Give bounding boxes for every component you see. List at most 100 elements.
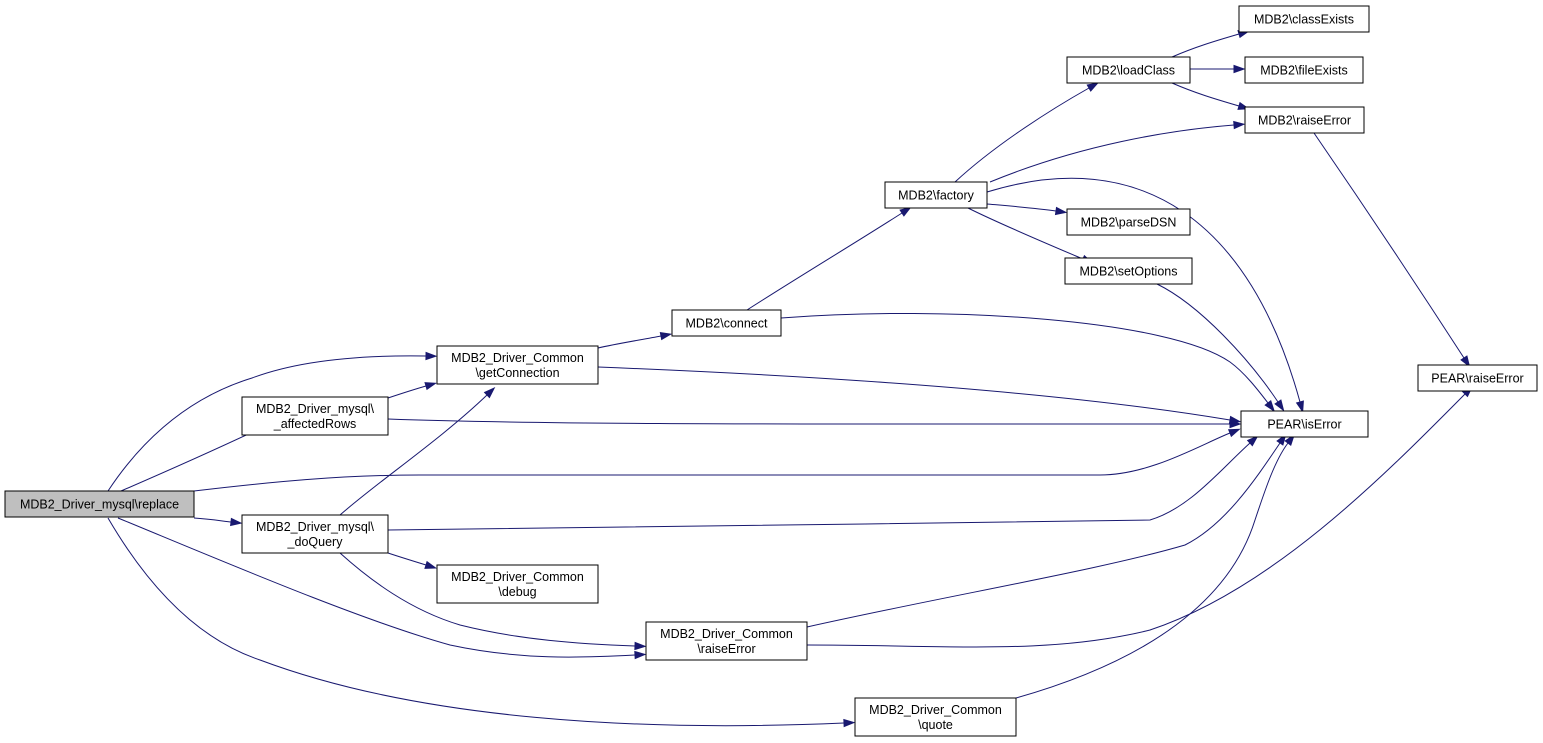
- edge-replace-to-quote: [107, 517, 856, 728]
- arrowhead-icon: [230, 517, 243, 527]
- edge-line: [986, 203, 1057, 212]
- node-classExists[interactable]: MDB2\classExists: [1238, 5, 1370, 33]
- node-label: MDB2\connect: [686, 317, 769, 331]
- node-box[interactable]: [241, 514, 389, 554]
- node-box[interactable]: [1417, 364, 1538, 392]
- edge-quote-to-isError: [1015, 433, 1295, 699]
- node-box[interactable]: [4, 490, 195, 518]
- edge-factory-to-loadClass: [954, 82, 1100, 183]
- node-box[interactable]: [436, 345, 599, 385]
- node-box[interactable]: [436, 564, 599, 604]
- edge-loadClass-to-mdb2RaiseError: [1171, 82, 1251, 110]
- node-factory[interactable]: MDB2\factory: [884, 181, 988, 209]
- edge-replace-to-getConnection: [107, 351, 438, 492]
- edge-line: [1171, 33, 1240, 58]
- node-box[interactable]: [671, 309, 782, 337]
- arrowhead-icon: [424, 560, 438, 569]
- node-box[interactable]: [241, 396, 389, 436]
- edge-line: [597, 335, 662, 349]
- node-label: _affectedRows: [273, 417, 356, 431]
- edge-replace-to-isError: [193, 428, 1241, 492]
- node-label: MDB2\setOptions: [1080, 265, 1178, 279]
- edge-doQuery-to-debug: [387, 552, 438, 569]
- node-box[interactable]: [854, 697, 1017, 737]
- arrowhead-icon: [425, 351, 438, 361]
- node-isError[interactable]: PEAR\isError: [1240, 410, 1369, 438]
- edge-line: [746, 212, 903, 311]
- node-debug[interactable]: MDB2_Driver_Common\debug: [436, 564, 599, 604]
- arrowhead-icon: [1274, 399, 1285, 412]
- node-label: \debug: [498, 585, 536, 599]
- edge-line: [1156, 283, 1279, 403]
- node-label: MDB2_Driver_Common: [451, 570, 584, 584]
- edge-line: [387, 418, 1230, 425]
- node-box[interactable]: [1240, 410, 1369, 438]
- edge-line: [339, 394, 488, 516]
- node-setOptions[interactable]: MDB2\setOptions: [1064, 257, 1193, 285]
- node-mdb2RaiseError[interactable]: MDB2\raiseError: [1244, 106, 1365, 134]
- edge-mdb2RaiseError-to-pearRaiseError: [1313, 132, 1471, 368]
- edge-setOptions-to-isError: [1156, 283, 1285, 412]
- arrowhead-icon: [634, 641, 647, 651]
- arrowhead-icon: [424, 382, 438, 391]
- node-label: MDB2\raiseError: [1258, 114, 1351, 128]
- edge-line: [387, 552, 427, 566]
- node-loadClass[interactable]: MDB2\loadClass: [1066, 56, 1191, 84]
- node-getConnection[interactable]: MDB2_Driver_Common\getConnection: [436, 345, 599, 385]
- node-affectedRows[interactable]: MDB2_Driver_mysql\_affectedRows: [241, 396, 389, 436]
- edge-line: [597, 366, 1231, 421]
- node-label: MDB2\factory: [898, 189, 974, 203]
- node-box[interactable]: [1066, 56, 1191, 84]
- node-commonRaiseError[interactable]: MDB2_Driver_Common\raiseError: [645, 621, 808, 661]
- arrowhead-icon: [899, 206, 912, 217]
- node-box[interactable]: [1244, 56, 1364, 84]
- node-box[interactable]: [645, 621, 808, 661]
- edge-line: [954, 87, 1090, 183]
- edge-line: [120, 429, 258, 492]
- node-label: MDB2_Driver_mysql\replace: [20, 498, 179, 512]
- node-fileExists[interactable]: MDB2\fileExists: [1244, 56, 1364, 84]
- node-parseDSN[interactable]: MDB2\parseDSN: [1066, 208, 1191, 236]
- node-label: MDB2_Driver_mysql\: [256, 402, 375, 416]
- node-label: PEAR\raiseError: [1431, 372, 1523, 386]
- node-quote[interactable]: MDB2_Driver_Common\quote: [854, 697, 1017, 737]
- node-box[interactable]: [1064, 257, 1193, 285]
- edge-connect-to-factory: [746, 206, 912, 311]
- node-label: MDB2\classExists: [1254, 13, 1354, 27]
- node-label: MDB2_Driver_mysql\: [256, 520, 375, 534]
- edge-line: [387, 385, 427, 399]
- edge-factory-to-parseDSN: [986, 203, 1068, 216]
- edge-line: [193, 432, 1231, 492]
- node-label: \quote: [918, 718, 953, 732]
- edge-line: [967, 207, 1084, 260]
- arrowhead-icon: [1233, 64, 1246, 74]
- arrowhead-icon: [1460, 355, 1471, 368]
- node-replace[interactable]: MDB2_Driver_mysql\replace: [4, 490, 195, 518]
- arrowhead-icon: [483, 387, 496, 399]
- node-label: MDB2_Driver_Common: [869, 703, 1002, 717]
- node-label: \raiseError: [697, 642, 755, 656]
- arrowhead-icon: [1264, 400, 1276, 413]
- arrowhead-icon: [659, 331, 673, 341]
- node-label: MDB2_Driver_Common: [660, 627, 793, 641]
- edge-line: [806, 393, 1466, 648]
- edge-connect-to-isError: [780, 312, 1276, 413]
- arrowhead-icon: [1086, 82, 1100, 92]
- arrowhead-icon: [1054, 206, 1068, 216]
- edge-loadClass-to-fileExists: [1190, 64, 1246, 74]
- node-doQuery[interactable]: MDB2_Driver_mysql\_doQuery: [241, 514, 389, 554]
- node-box[interactable]: [1066, 208, 1191, 236]
- node-box[interactable]: [1238, 5, 1370, 33]
- node-box[interactable]: [1244, 106, 1365, 134]
- edge-affectedRows-to-getConnection: [387, 382, 438, 399]
- node-pearRaiseError[interactable]: PEAR\raiseError: [1417, 364, 1538, 392]
- edge-getConnection-to-isError: [597, 366, 1242, 425]
- edge-replace-to-affectedRows: [120, 425, 268, 492]
- arrowhead-icon: [634, 650, 647, 660]
- node-connect[interactable]: MDB2\connect: [671, 309, 782, 337]
- arrowhead-icon: [1295, 400, 1304, 414]
- node-label: PEAR\isError: [1267, 418, 1341, 432]
- arrowhead-icon: [1227, 428, 1241, 438]
- node-box[interactable]: [884, 181, 988, 209]
